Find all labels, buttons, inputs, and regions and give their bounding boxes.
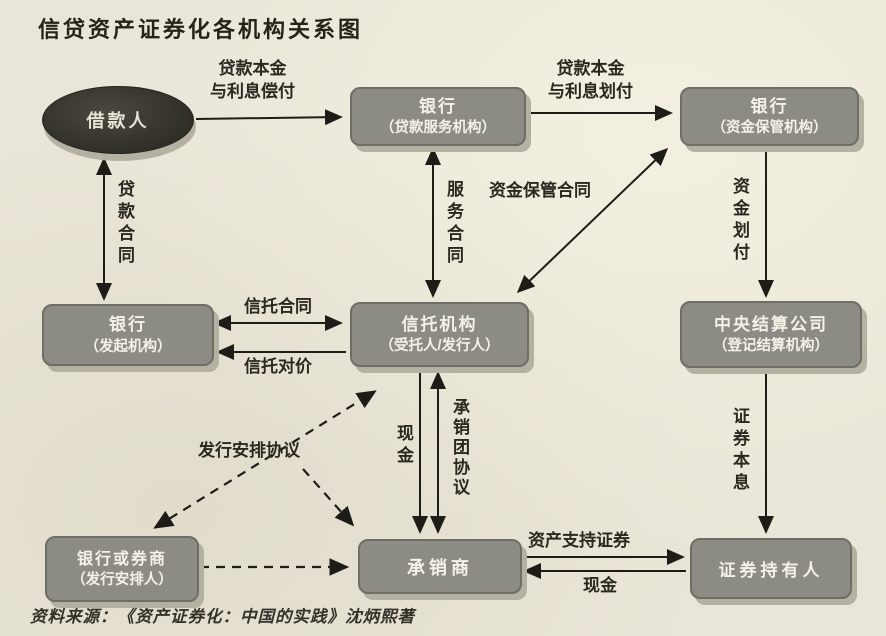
label-loan-transfer: 贷款本金 与利息划付 xyxy=(533,58,648,104)
label-bond-interest: 证券本息 xyxy=(729,407,749,495)
label-cash-bottom: 现金 xyxy=(583,576,617,595)
node-underwriter: 承销商 xyxy=(358,539,522,594)
node-loan-servicer: 银行 （贷款服务机构） xyxy=(350,87,526,146)
node-trust-line2: （受托人/发行人） xyxy=(379,338,500,355)
label-service-contract: 服务合同 xyxy=(443,180,463,268)
node-arranger-line2: （发行安排人） xyxy=(71,572,173,589)
edge-arrangement-underwriter-dashed xyxy=(302,468,355,527)
label-loan-repayment: 贷款本金 与利息偿付 xyxy=(195,58,310,104)
label-loan-transfer-line2: 与利息划付 xyxy=(548,81,633,101)
node-originator-line2: （发起机构） xyxy=(84,338,172,355)
node-loan-servicer-line1: 银行 xyxy=(419,96,457,116)
node-fund-custodian: 银行 （资金保管机构） xyxy=(680,87,859,146)
edge-trust-custodian xyxy=(516,147,669,294)
node-ccdc: 中央结算公司 （登记结算机构） xyxy=(680,301,862,368)
node-originator-line1: 银行 xyxy=(109,315,147,335)
edge-arranger-trust-dashed xyxy=(153,390,377,529)
label-trust-contract: 信托合同 xyxy=(244,297,312,316)
source-note: 资料来源：《资产证券化：中国的实践》沈炳熙著 xyxy=(30,607,415,626)
node-borrower: 借款人 xyxy=(42,86,194,154)
node-arranger: 银行或券商 （发行安排人） xyxy=(45,536,199,602)
node-holder-label: 证券持有人 xyxy=(718,561,824,580)
node-loan-servicer-line2: （贷款服务机构） xyxy=(380,120,496,137)
node-originator: 银行 （发起机构） xyxy=(42,304,214,366)
node-holder: 证券持有人 xyxy=(690,538,852,599)
node-arranger-line1: 银行或券商 xyxy=(76,550,167,568)
diagram-title: 信贷资产证券化各机构关系图 xyxy=(38,17,364,42)
label-loan-transfer-line1: 贷款本金 xyxy=(556,59,625,78)
label-trust-consideration: 信托对价 xyxy=(244,357,312,376)
node-trust: 信托机构 （受托人/发行人） xyxy=(350,302,529,367)
label-cash-mid: 现金 xyxy=(393,424,413,468)
edge-borrower-servicer xyxy=(195,109,343,126)
node-fund-custodian-line2: （资金保管机构） xyxy=(711,120,828,137)
node-trust-line1: 信托机构 xyxy=(401,314,478,334)
node-fund-custodian-line1: 银行 xyxy=(750,96,789,116)
label-loan-repayment-line2: 与利息偿付 xyxy=(210,81,295,101)
node-ccdc-line1: 中央结算公司 xyxy=(714,314,828,334)
label-syndicate-agreement: 承销团协议 xyxy=(449,398,469,498)
label-fund-transfer: 资金划付 xyxy=(729,177,749,265)
node-ccdc-line2: （登记结算机构） xyxy=(713,338,829,355)
label-custody-contract: 资金保管合同 xyxy=(489,181,591,200)
node-underwriter-label: 承销商 xyxy=(407,557,473,578)
label-loan-contract: 贷款合同 xyxy=(114,180,134,268)
label-arrangement-agreement: 发行安排协议 xyxy=(198,441,300,460)
label-loan-repayment-line1: 贷款本金 xyxy=(218,59,287,78)
node-borrower-label: 借款人 xyxy=(86,111,150,131)
label-abs: 资产支持证券 xyxy=(528,531,630,550)
